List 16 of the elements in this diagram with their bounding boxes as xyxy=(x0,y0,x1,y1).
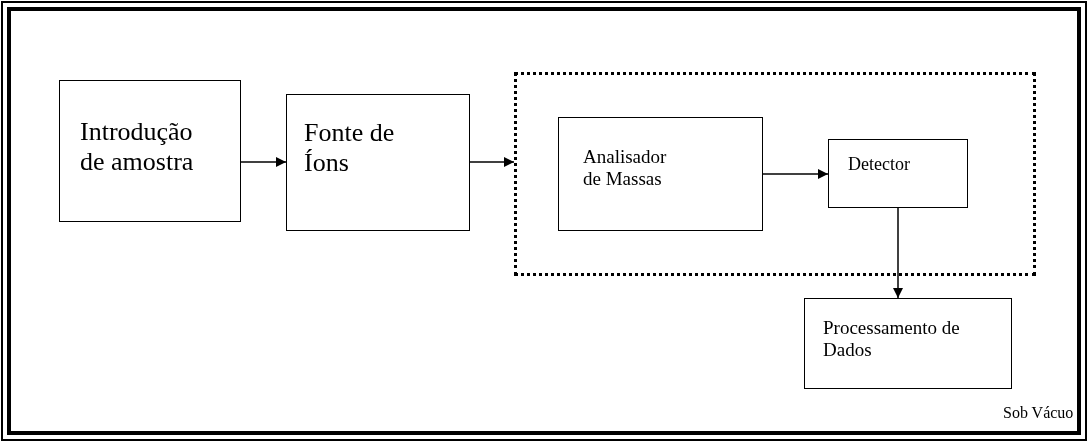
arrow xyxy=(893,207,903,299)
arrow xyxy=(762,169,829,179)
process-box xyxy=(558,117,763,231)
box-label: Analisador de Massas xyxy=(583,146,668,190)
arrow xyxy=(469,157,515,167)
process-box xyxy=(286,94,470,231)
box-label: Fonte de Íons xyxy=(304,118,396,178)
process-box xyxy=(804,298,1012,389)
dotted-region xyxy=(514,72,1036,276)
arrow xyxy=(240,157,287,167)
note-label: Sob Vácuo xyxy=(1003,404,1074,422)
box-label: Processamento de Dados xyxy=(823,317,961,361)
process-box xyxy=(59,80,241,222)
box-label: Introdução de amostra xyxy=(80,117,195,177)
process-box xyxy=(828,139,968,208)
box-label: Detector xyxy=(848,154,911,175)
